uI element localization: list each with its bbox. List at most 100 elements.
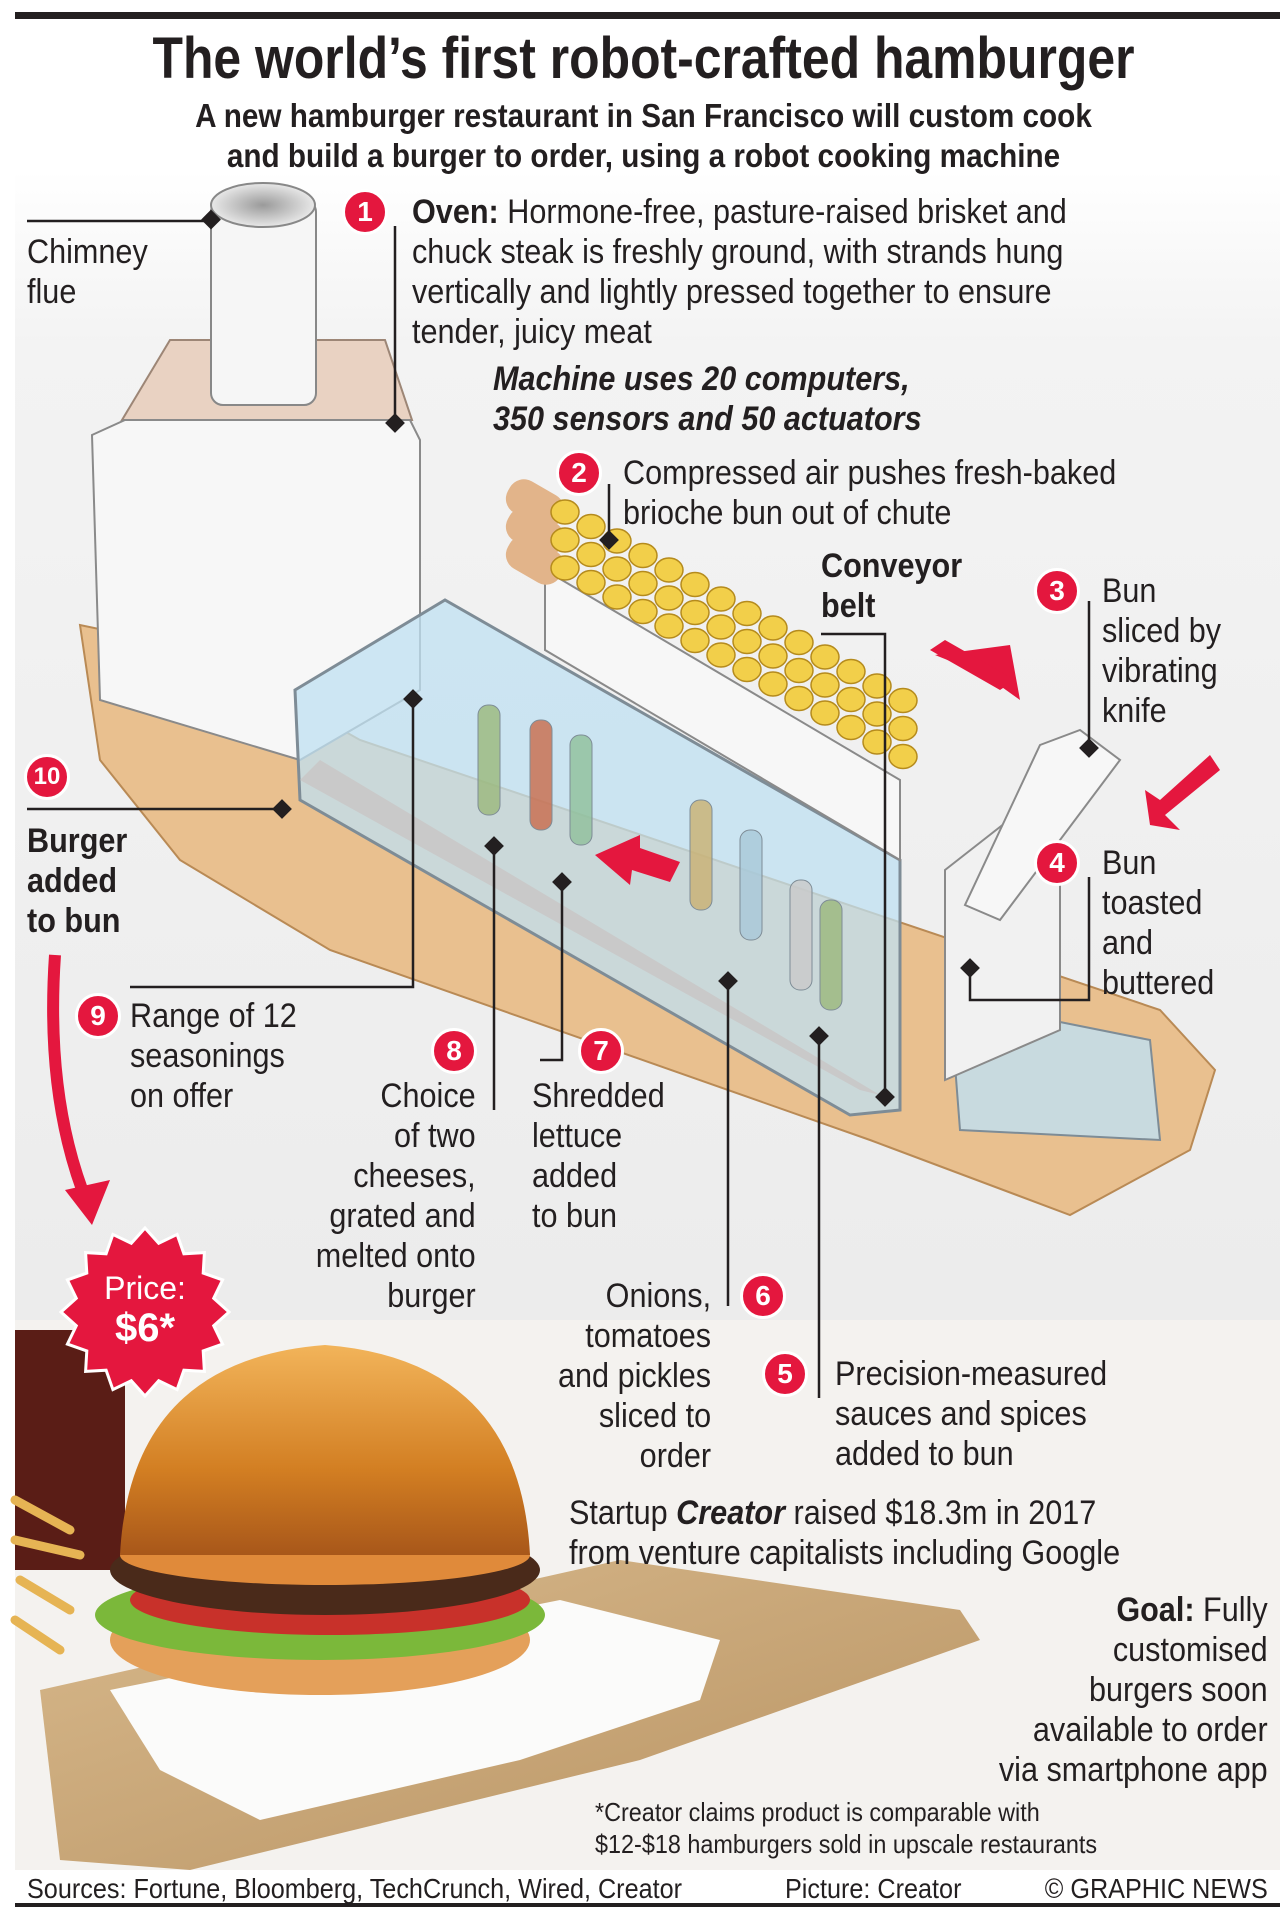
bun [784,685,814,712]
glass-enclosure [293,598,902,1117]
conveyor-belt-surface [300,760,880,1095]
bun [732,628,762,655]
seasoning-tube [739,829,763,941]
step-number-8: 8 [431,1028,477,1074]
machine-stats: Machine uses 20 computers,350 sensors an… [493,360,922,438]
bun-tube [505,479,565,529]
price-starburst [58,1225,232,1399]
bun [784,629,814,656]
bottom-rule [15,1903,1280,1907]
bun [628,570,658,597]
curved-arrow-head-icon [65,1180,110,1225]
leader-diamonds [201,209,1099,1107]
bun [758,671,788,697]
price-value: $6* [114,1306,176,1350]
seasoning-tube [789,879,813,991]
sources-credit: Sources: Fortune, Bloomberg, TechCrunch,… [27,1873,683,1904]
step-number-2: 2 [556,450,602,496]
bun [862,729,892,755]
seasoning-tube [819,899,843,1011]
bun [862,673,892,699]
bun [550,527,580,553]
price-badge: Price: $6* [65,1270,225,1350]
bun [654,613,684,639]
page-title: The world’s first robot-crafted hamburge… [152,26,1135,91]
curved-arrow [47,954,94,1208]
step-number-4: 4 [1034,840,1080,886]
bun [706,614,736,640]
chimney-flue [210,199,317,406]
bun [862,701,892,727]
top-rule [15,12,1280,19]
step-number-10: 10 [24,754,70,800]
startup-funding-text: Startup Creator raised $18.3m in 2017 fr… [569,1494,1121,1572]
bun [654,557,684,583]
step-number-1: 1 [342,189,388,235]
flow-arrows [595,640,1220,885]
leader-lines [27,219,1091,1398]
fries [10,1495,85,1655]
step-number-9: 9 [75,993,121,1039]
subtitle: A new hamburger restaurant in San Franci… [64,96,1222,176]
seasoning-tube [569,734,593,846]
bun [810,700,840,726]
paper-sheet [110,1600,720,1820]
bun [836,658,866,685]
bun [888,715,918,742]
bun [680,599,710,626]
bun [888,743,918,770]
bun [758,643,788,669]
bun [784,657,814,684]
bun [576,541,606,568]
bun [576,569,606,596]
bun [602,556,632,582]
step-number-3: 3 [1034,568,1080,614]
picture-credit: Picture: Creator [785,1873,962,1904]
bun [680,571,710,598]
arrow-down-left-icon [1145,755,1220,830]
seasoning-tube [689,799,713,911]
bun [732,600,762,627]
arrow-left-icon [595,835,680,885]
bun [654,585,684,611]
bun [706,642,736,668]
bun [628,598,658,625]
bun [810,672,840,698]
bun [836,714,866,741]
bun [680,627,710,654]
bun [888,687,918,714]
bun [602,584,632,610]
bun [550,499,580,525]
graphic-news-credit: © GRAPHIC NEWS [1045,1873,1268,1904]
bun [732,656,762,683]
bun [836,686,866,713]
subtitle-line: and build a burger to order, using a rob… [226,137,1061,174]
bun [628,542,658,569]
step-number-6: 6 [740,1273,786,1319]
step-number-5: 5 [762,1351,808,1397]
burger-photo [95,1345,545,1695]
bun [706,586,736,612]
step-number-7: 7 [578,1028,624,1074]
bun [550,555,580,581]
bun [810,644,840,670]
bun-chute [544,568,901,862]
bun [576,513,606,540]
seasoning-tube [529,719,553,831]
bun [758,615,788,641]
footnote: *Creator claims product is comparable wi… [595,1797,1098,1859]
subtitle-line: A new hamburger restaurant in San Franci… [195,97,1092,134]
